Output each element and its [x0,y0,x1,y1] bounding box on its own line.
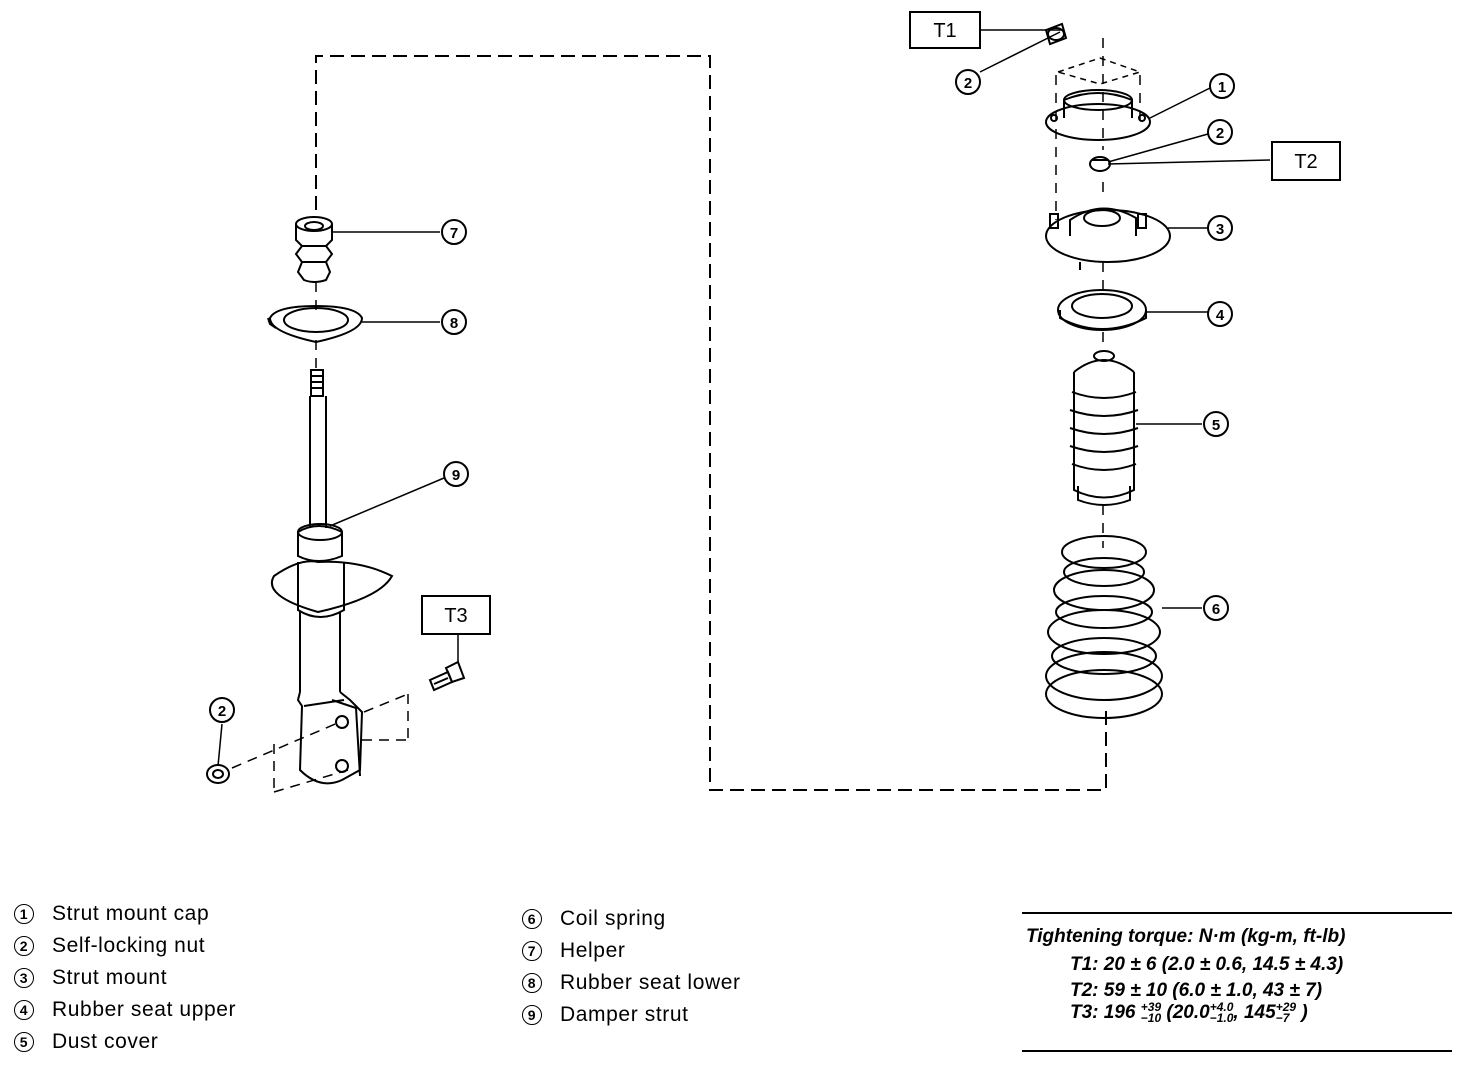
callout-circle-6 [1203,595,1229,621]
callout-7-label: 7 [450,225,458,242]
legend-item-5: 5 Dust cover [14,1026,236,1058]
callout-circle-9 [443,461,469,487]
callout-9-label: 9 [452,467,460,484]
tolerance-upper: +29 [1275,1000,1297,1014]
legend-label: Strut mount [52,966,168,989]
legend-num: 8 [522,973,542,993]
tolerance-lower: −10 [1140,1011,1162,1025]
torque-t1: T1: 20 ± 6 (2.0 ± 0.6, 14.5 ± 4.3) [1070,954,1344,975]
torque-t3-mid: (20.0 [1161,1002,1210,1024]
callout-box-t3 [421,595,491,635]
callout-5-label: 5 [1212,417,1220,434]
callout-t2-label: T2 [1294,151,1317,173]
dust-cover-part [1069,350,1139,506]
tightening-torque-table: Tightening torque: N·m (kg-m, ft-lb) T1:… [1022,912,1452,1052]
legend-item-4: 4 Rubber seat upper [14,994,236,1026]
legend-item-1: 1 Strut mount cap [14,898,236,930]
legend-item-7: 7 Helper [522,935,741,967]
tolerance-lower: −1.0 [1209,1011,1234,1025]
torque-t3-prefix: T3: 196 [1070,1002,1136,1024]
rubber-seat-upper-part [1057,289,1147,331]
torque-t3-mid2: , 145 [1233,1002,1276,1024]
helper-part [294,216,334,283]
legend-num: 7 [522,941,542,961]
strut-mount-cap-part [1045,57,1151,141]
self-locking-nut-top [1044,22,1068,46]
callout-8-label: 8 [450,315,458,332]
legend-num: 2 [14,936,34,956]
torque-t3-tolerance-a: +39−10 [1140,1000,1162,1025]
self-locking-nut-left [206,764,230,784]
callout-circle-2-mid [1207,119,1233,145]
legend-label: Coil spring [560,907,666,930]
torque-t3-tolerance-c: +29−7 [1275,1000,1297,1025]
legend-label: Helper [560,939,626,962]
callout-circle-5 [1203,411,1229,437]
assembly-connector-line [315,55,1107,791]
strut-exploded-diagram: T1 T2 T3 2 1 2 3 4 5 6 7 8 9 2 [206,11,1341,794]
callout-circle-8 [441,309,467,335]
legend-item-2: 2 Self-locking nut [14,930,236,962]
callout-circle-2-left [209,697,235,723]
torque-t3-suffix: ) [1296,1002,1308,1024]
callout-circle-3 [1207,215,1233,241]
callout-circle-2-top [955,69,981,95]
callout-3-label: 3 [1216,221,1224,238]
tolerance-upper: +4.0 [1209,1000,1234,1014]
callout-2-top-label: 2 [964,75,972,92]
legend-label: Self-locking nut [52,934,206,957]
torque-t3: T3: 196 +39−10 (20.0+4.0−1.0, 145+29−7 ) [1070,1000,1308,1025]
coil-spring-part [1045,535,1163,719]
self-locking-nut-mid [1089,156,1111,172]
damper-strut-part [271,369,394,785]
callout-6-label: 6 [1212,601,1220,618]
legend-num: 9 [522,1005,542,1025]
torque-t2: T2: 59 ± 10 (6.0 ± 1.0, 43 ± 7) [1070,980,1323,1001]
legend-label: Strut mount cap [52,902,210,925]
bracket-guide-lines [231,693,409,794]
legend-num: 3 [14,968,34,988]
callout-circle-1 [1209,73,1235,99]
callout-t1-label: T1 [933,20,956,42]
callout-2-mid-label: 2 [1216,125,1224,142]
callout-1-label: 1 [1218,79,1226,96]
legend-label: Rubber seat upper [52,998,237,1021]
legend-num: 4 [14,1000,34,1020]
torque-t3-tolerance-b: +4.0−1.0 [1209,1000,1234,1025]
legend-num: 6 [522,909,542,929]
legend-num: 5 [14,1032,34,1052]
legend-label: Damper strut [560,1003,689,1026]
legend-item-3: 3 Strut mount [14,962,236,994]
legend-label: Dust cover [52,1030,159,1053]
leader-lines [217,29,1271,767]
torque-title: Tightening torque: N·m (kg-m, ft-lb) [1026,926,1346,947]
legend-item-9: 9 Damper strut [522,999,741,1031]
callout-box-t2 [1271,141,1341,181]
callout-4-label: 4 [1216,307,1225,324]
callout-2-left-label: 2 [218,703,226,720]
callout-t3-label: T3 [444,605,467,627]
callout-circle-7 [441,219,467,245]
legend-label: Rubber seat lower [560,971,741,994]
callout-box-t1 [909,11,981,49]
callout-circle-4 [1207,301,1233,327]
tolerance-lower: −7 [1275,1011,1290,1025]
legend-item-8: 8 Rubber seat lower [522,967,741,999]
parts-legend-left: 1 Strut mount cap 2 Self-locking nut 3 Stru… [14,898,236,1058]
legend-item-6: 6 Coil spring [522,903,741,935]
tolerance-upper: +39 [1140,1000,1162,1014]
strut-mount-part [1045,207,1171,270]
legend-num: 1 [14,904,34,924]
rubber-seat-lower-part [267,304,364,344]
bolt-t3-part [428,660,466,692]
